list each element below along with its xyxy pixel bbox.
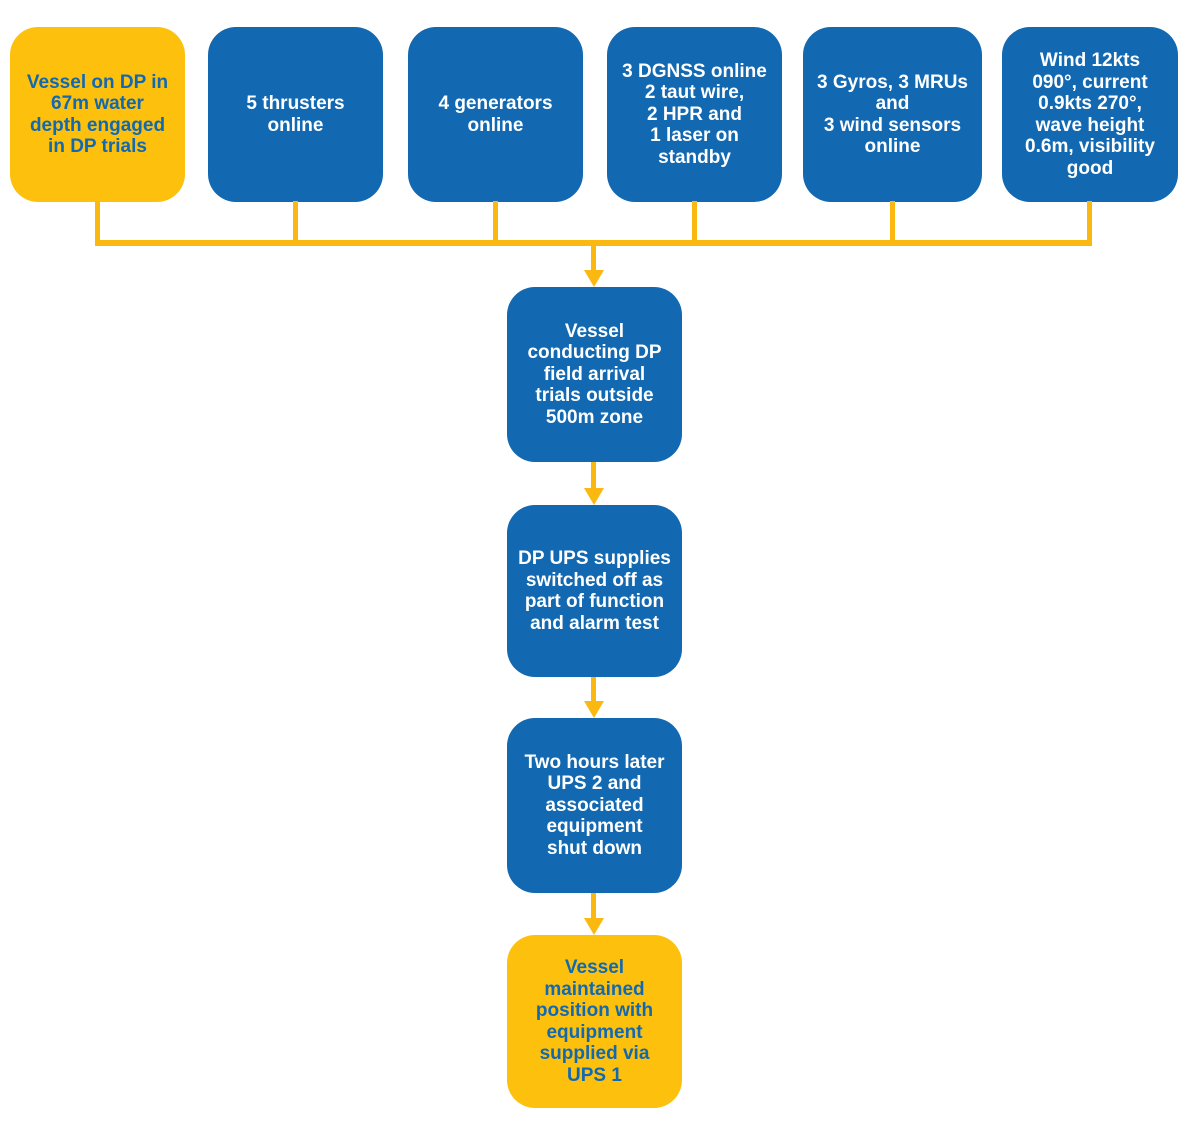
node-gyros-mrus-wind-sensors: 3 Gyros, 3 MRUs and 3 wind sensors onlin… bbox=[803, 27, 982, 202]
arrow-down-2-stem bbox=[591, 462, 596, 490]
node-vessel-on-dp-trials: Vessel on DP in 67m water depth engaged … bbox=[10, 27, 185, 202]
arrow-down-2-head bbox=[584, 488, 604, 505]
arrow-down-3-stem bbox=[591, 677, 596, 704]
node-dp-ups-switched-off: DP UPS supplies switched off as part of … bbox=[507, 505, 682, 677]
connector-trunk bbox=[95, 240, 1092, 246]
arrow-down-4-stem bbox=[591, 893, 596, 920]
connector-drop-4 bbox=[692, 201, 697, 244]
arrow-down-1-head bbox=[584, 270, 604, 287]
node-field-arrival-trials: Vessel conducting DP field arrival trial… bbox=[507, 287, 682, 462]
connector-drop-3 bbox=[493, 201, 498, 244]
connector-drop-1 bbox=[95, 201, 100, 244]
node-position-references: 3 DGNSS online 2 taut wire, 2 HPR and 1 … bbox=[607, 27, 782, 202]
connector-drop-2 bbox=[293, 201, 298, 244]
connector-drop-6 bbox=[1087, 201, 1092, 244]
node-ups2-shutdown: Two hours later UPS 2 and associated equ… bbox=[507, 718, 682, 893]
node-environment-conditions: Wind 12kts 090°, current 0.9kts 270°, wa… bbox=[1002, 27, 1178, 202]
node-generators-online: 4 generators online bbox=[408, 27, 583, 202]
arrow-down-3-head bbox=[584, 701, 604, 718]
node-position-maintained-ups1: Vessel maintained position with equipmen… bbox=[507, 935, 682, 1108]
node-thrusters-online: 5 thrusters online bbox=[208, 27, 383, 202]
arrow-down-4-head bbox=[584, 918, 604, 935]
connector-drop-5 bbox=[890, 201, 895, 244]
arrow-down-1-stem bbox=[591, 246, 596, 272]
